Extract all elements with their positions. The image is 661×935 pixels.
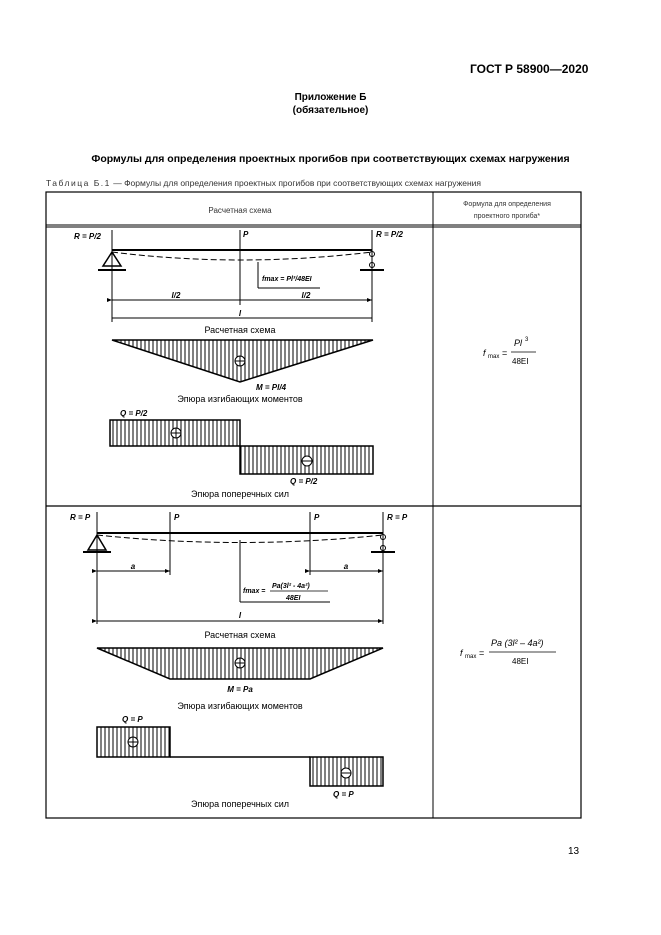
- load-1: P: [243, 230, 249, 239]
- half-span-right-1: l/2: [302, 291, 311, 300]
- section-title: Формулы для определения проектных прогиб…: [91, 153, 570, 165]
- svg-text:=: =: [479, 648, 484, 658]
- right-reaction-2: R = P: [387, 513, 408, 522]
- col-header-formula-1: Формула для определения: [463, 201, 551, 208]
- col-header-formula-2: проектного прогиба*: [474, 212, 541, 220]
- scheme-label-2: Расчетная схема: [204, 630, 275, 640]
- formula-2: f max = Pa (3l² – 4a²) 48EI: [460, 638, 556, 666]
- caption-text: — Формулы для определения проектных прог…: [110, 178, 482, 188]
- half-span-left-1: l/2: [172, 291, 181, 300]
- span-2: l: [239, 611, 242, 620]
- svg-text:=: =: [502, 348, 507, 358]
- fmax-den-2: 48EI: [285, 595, 301, 602]
- moment-value-1: M = Pl/4: [256, 383, 287, 392]
- moment-label-2: Эпюра изгибающих моментов: [177, 701, 303, 711]
- formula-2-num: Pa (3l² – 4a²): [491, 638, 544, 648]
- appendix-title: Приложение Б: [294, 92, 367, 103]
- formula-1-num: Pl: [514, 338, 523, 348]
- dist-left-2: a: [131, 562, 136, 571]
- shear-top-2: Q = P: [122, 715, 143, 724]
- table-caption: Таблица Б.1 — Формулы для определения пр…: [46, 178, 481, 188]
- left-reaction-2: R = P: [70, 513, 91, 522]
- scheme-label-1: Расчетная схема: [204, 325, 275, 335]
- formula-1-sup: 3: [525, 337, 529, 343]
- formula-1-den: 48EI: [512, 357, 528, 366]
- appendix-subtitle: (обязательное): [292, 105, 369, 116]
- shear-label-1: Эпюра поперечных сил: [191, 489, 289, 499]
- page-number: 13: [568, 846, 580, 857]
- scheme-2-beam: [83, 512, 395, 787]
- formula-2-lhs: f: [460, 648, 464, 658]
- shear-bottom-1: Q = P/2: [290, 477, 318, 486]
- shear-top-1: Q = P/2: [120, 409, 148, 418]
- fmax-inline-1: fmax = Pl³/48EI: [262, 276, 313, 283]
- formula-2-sub: max: [465, 654, 476, 660]
- moment-value-2: M = Pa: [227, 685, 253, 694]
- load-2a: P: [174, 513, 180, 522]
- load-2b: P: [314, 513, 320, 522]
- moment-label-1: Эпюра изгибающих моментов: [177, 394, 303, 404]
- caption-prefix: Таблица Б.1: [46, 178, 111, 188]
- table-frame: [45, 191, 582, 819]
- fmax-lhs-2: fmax =: [243, 588, 265, 595]
- formula-1-lhs: f: [483, 348, 487, 358]
- fmax-num-2: Pa(3l² - 4a²): [272, 583, 310, 590]
- scheme-1-beam: [98, 230, 384, 475]
- right-reaction-1: R = P/2: [376, 230, 403, 239]
- formula-1-sub: max: [488, 354, 499, 360]
- shear-label-2: Эпюра поперечных сил: [191, 799, 289, 809]
- formula-2-den: 48EI: [512, 657, 528, 666]
- col-header-scheme: Расчетная схема: [208, 206, 272, 215]
- shear-bottom-2: Q = P: [333, 790, 354, 799]
- formula-1: f max = Pl 3 48EI: [483, 337, 536, 366]
- dist-right-2: a: [344, 562, 349, 571]
- span-1: l: [239, 309, 242, 318]
- left-reaction-1: R = P/2: [74, 232, 101, 241]
- standard-number: ГОСТ Р 58900—2020: [470, 62, 589, 76]
